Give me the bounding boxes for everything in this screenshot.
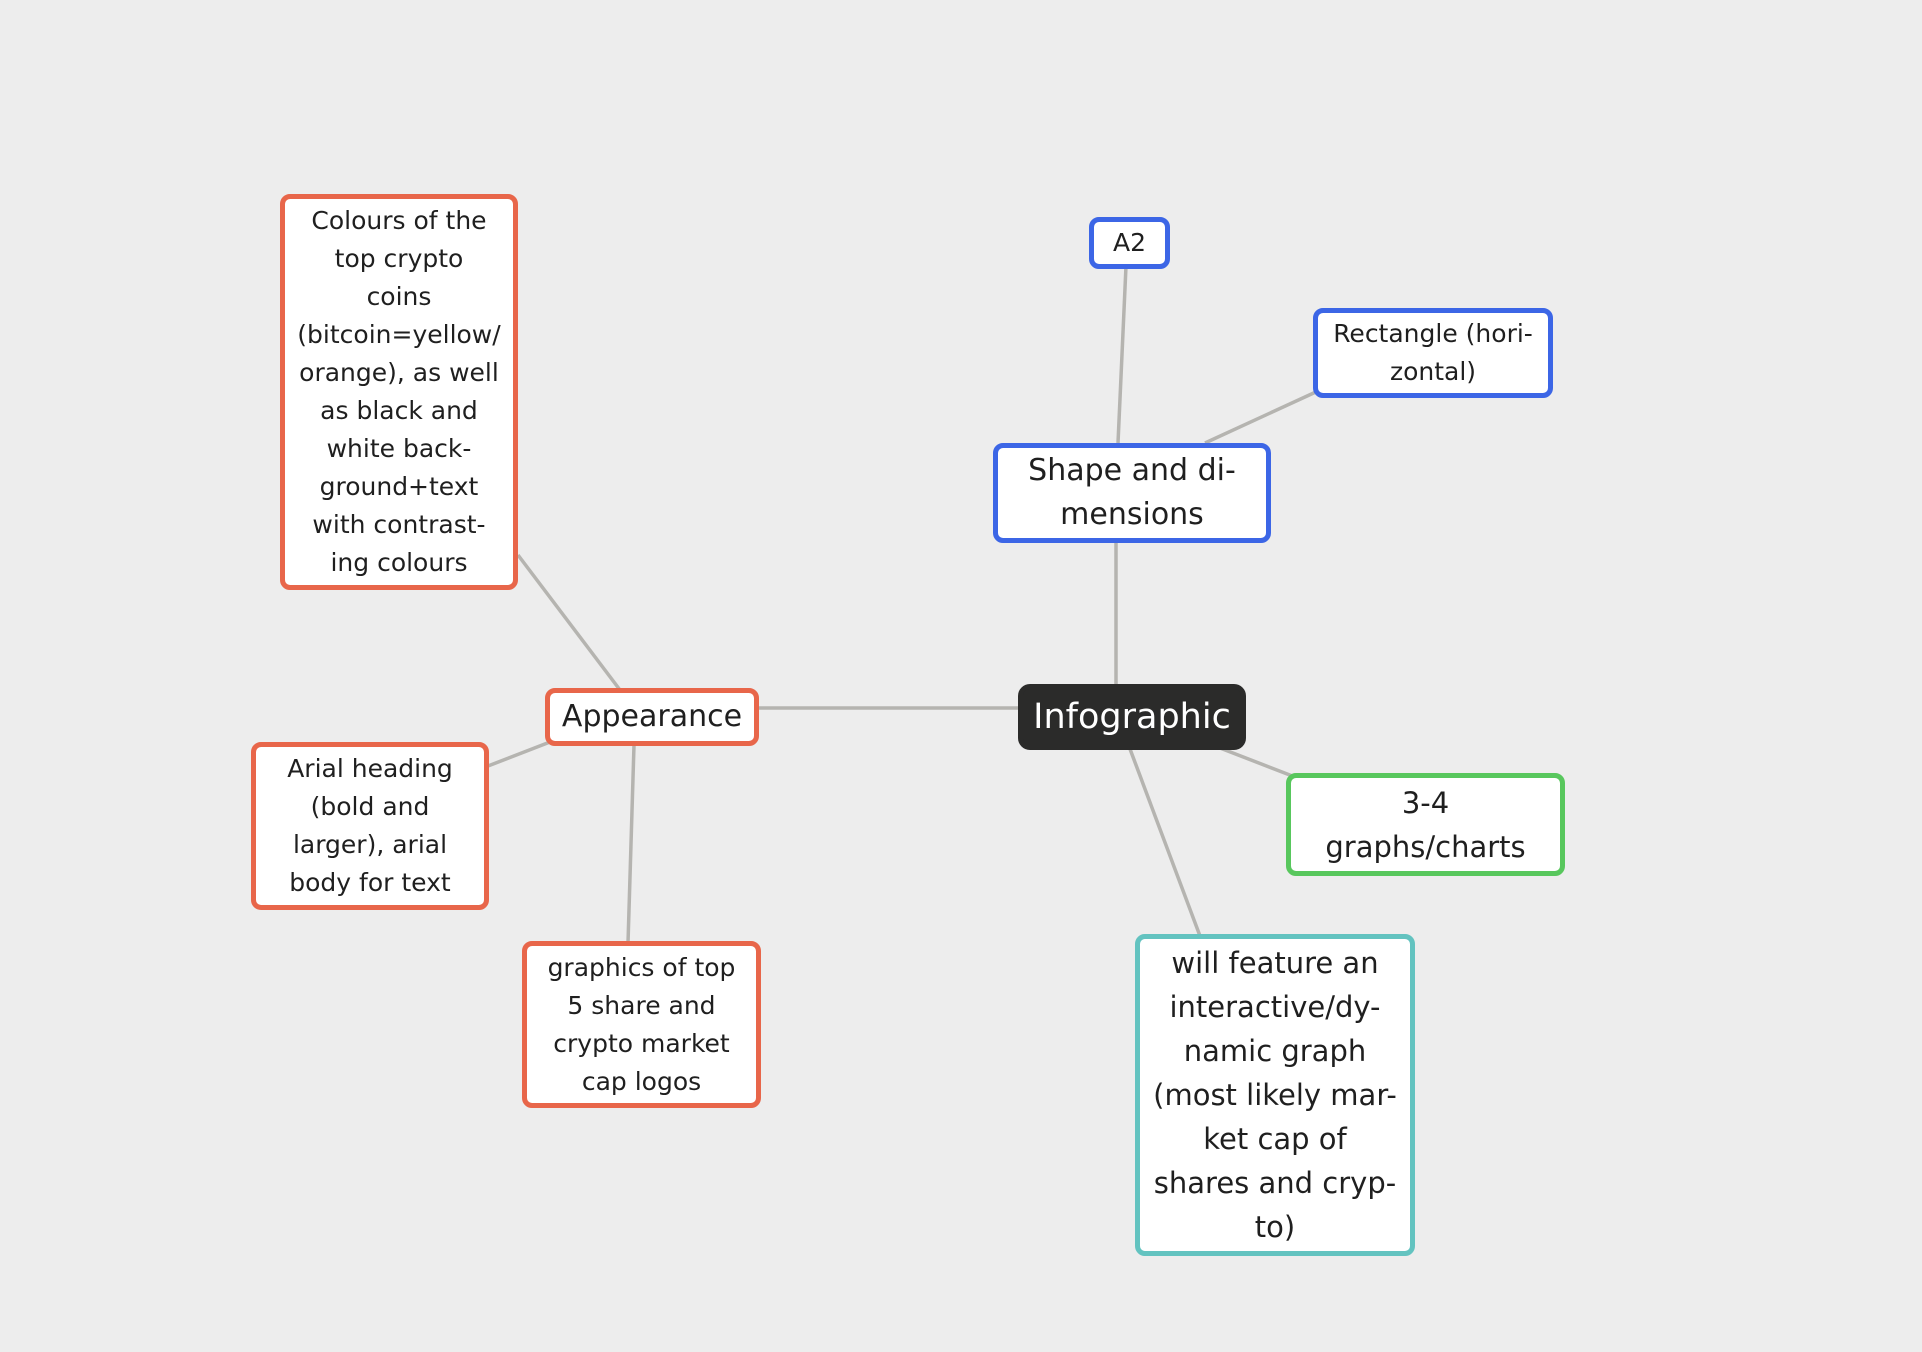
link-root-graphs xyxy=(1219,746,1296,779)
leaf-node-label: A2 xyxy=(1112,228,1146,257)
link-shape-rectangle xyxy=(1204,389,1319,445)
link-root-interactive xyxy=(1128,748,1202,937)
leaf-node-a2[interactable]: A2 xyxy=(1089,217,1170,269)
topic-node-label: 3-4 graphs/charts xyxy=(1325,785,1526,864)
leaf-node-arial[interactable]: Arial heading (bold and larger), arial b… xyxy=(251,742,489,910)
link-appearance-colours xyxy=(516,553,622,692)
leaf-node-graphics[interactable]: graphics of top 5 share and crypto marke… xyxy=(522,941,761,1108)
leaf-node-label: graphics of top 5 share and crypto marke… xyxy=(547,952,736,1096)
link-appearance-arial xyxy=(487,740,551,768)
topic-node-label: will feature an interactive/dy- namic gr… xyxy=(1153,946,1397,1244)
leaf-node-rectangle[interactable]: Rectangle (hori- zontal) xyxy=(1313,308,1553,398)
topic-node-label: Appearance xyxy=(561,699,743,734)
topic-node-appearance[interactable]: Appearance xyxy=(545,688,759,746)
topic-node-label: Shape and di- mensions xyxy=(1028,453,1236,532)
root-node-label: Infographic xyxy=(1033,697,1231,737)
topic-node-graphs-charts[interactable]: 3-4 graphs/charts xyxy=(1286,773,1565,876)
root-node-infographic[interactable]: Infographic xyxy=(1018,684,1246,750)
leaf-node-label: Colours of the top crypto coins (bitcoin… xyxy=(297,206,501,577)
leaf-node-label: Arial heading (bold and larger), arial b… xyxy=(287,754,453,897)
leaf-node-colours[interactable]: Colours of the top crypto coins (bitcoin… xyxy=(280,194,518,590)
link-appearance-graphics xyxy=(626,744,636,944)
topic-node-interactive-graph[interactable]: will feature an interactive/dy- namic gr… xyxy=(1135,934,1415,1256)
link-shape-a2 xyxy=(1116,265,1128,444)
leaf-node-label: Rectangle (hori- zontal) xyxy=(1333,319,1533,386)
topic-node-shape-dimensions[interactable]: Shape and di- mensions xyxy=(993,443,1271,543)
